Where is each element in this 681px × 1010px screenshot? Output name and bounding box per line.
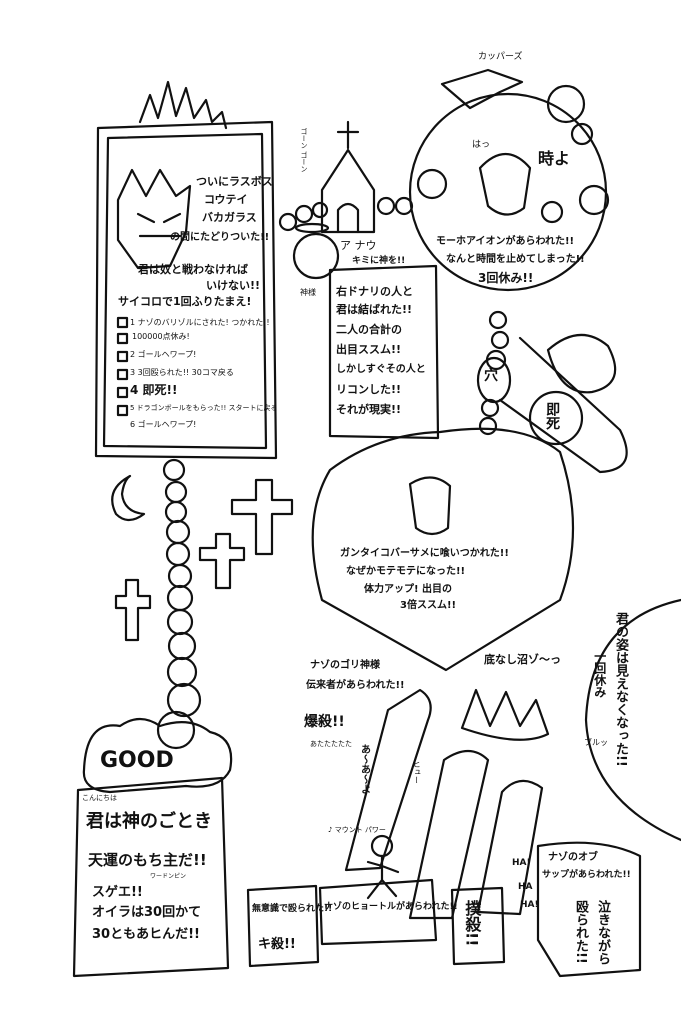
church-hello: キミに神を!!	[352, 256, 406, 266]
god-line-2: 天運のもち主だ!!	[88, 851, 207, 869]
cry-1: 泣きながら	[594, 900, 610, 965]
castle-panel-frame	[94, 120, 278, 460]
wedding-line-1: 右ドナリの人と	[336, 285, 413, 298]
god-panel-frame	[72, 776, 230, 978]
heart-panel	[311, 427, 575, 672]
gear-icon	[546, 84, 586, 124]
heart-line-4: 3倍ススム!!	[400, 600, 457, 611]
time-line-1: モーホアイオンがあらわれた!!	[436, 236, 575, 247]
wedding-line-6: リコンした!!	[336, 383, 402, 396]
castle-line-7: サイコロで1回ふりたまえ!	[118, 295, 252, 308]
atta: あたたたたた	[310, 740, 352, 748]
tube-2	[408, 749, 490, 920]
oh-cry: あ～あ～よ	[358, 744, 370, 794]
emperor-crow-head	[116, 168, 192, 270]
hyu: ヒュー	[412, 760, 422, 784]
god-line-4: オイラは30回かて	[92, 905, 202, 920]
castle-line-4: の間にたどりついた!!	[170, 232, 270, 243]
nazo-ob-2: サップがあらわれた!!	[542, 870, 631, 880]
heart-sokushi: 即死	[544, 402, 561, 430]
castle-line-6: いけない!!	[206, 279, 261, 292]
nazo-ob: ナゾのオブ	[548, 852, 598, 863]
castle-option-1: 1 ナゾのバリゾルにされた! つかれた!!	[130, 318, 270, 327]
church-speech: ア ナウ	[340, 239, 377, 252]
church-sfx: ゴーン ゴーン	[300, 128, 309, 173]
hyotan-panel-frame	[318, 878, 438, 946]
ha-3: HA!	[520, 900, 539, 910]
moon-icon	[111, 474, 146, 522]
castle-option-6: 5 ドラゴンボールをもらった!! スタートに戻る	[130, 404, 278, 412]
castle-option-5: 4 即死!!	[130, 383, 178, 397]
swamp-ghosts	[460, 688, 550, 741]
church-building	[320, 148, 376, 234]
wedding-line-4: 出目ススム!!	[336, 343, 402, 356]
wedding-line-7: それが現実!!	[336, 403, 402, 416]
wedding-line-3: 二人の合計の	[336, 323, 402, 336]
ha-1: HA!	[512, 858, 531, 868]
wedding-line-2: 君は結ばれた!!	[336, 303, 413, 316]
tomb-sign-cloud	[82, 717, 233, 794]
bat-silhouette	[440, 68, 524, 110]
castle-spires	[138, 80, 228, 130]
hidden-text: 無意識で殴られた!!	[252, 904, 333, 914]
castle-line-1: ついにラスボス	[196, 175, 273, 188]
bokusatsu: 撲殺!!	[462, 900, 482, 947]
music: ♪ マウント パワー	[328, 826, 386, 834]
god-label: 神様	[300, 288, 316, 297]
swamp-label: 底なし沼ゾ～っ	[484, 653, 561, 666]
gorilla-line-2: 伝来者があらわれた!!	[306, 680, 405, 691]
cry-2: 殴られた!!	[572, 900, 588, 964]
grave-cross-3	[114, 578, 152, 642]
hyotan-text: ナゾのヒョートルがあらわれた!!	[324, 902, 458, 912]
fue: ブルッ	[584, 738, 608, 747]
ha-2: HA	[518, 882, 533, 892]
hole-label: 穴	[484, 368, 498, 384]
castle-option-2: 100000点休み!	[132, 332, 190, 341]
hidden-panel-frame	[246, 884, 320, 968]
hole-tube	[498, 336, 628, 474]
grave-cross-1	[230, 478, 294, 556]
time-line-2: なんと時間を止めてしまった!!	[446, 254, 585, 265]
kisatsu: キ殺!!	[258, 937, 296, 952]
wedding-line-5: しかしすぐその人と	[336, 364, 426, 375]
bakusatsu: 爆殺!!	[304, 714, 345, 730]
gorilla-line-1: ナゾのゴリ神様	[310, 660, 380, 671]
heart-line-1: ガンタイコバーサメに喰いつかれた!!	[340, 548, 509, 559]
castle-option-3: 2 ゴールヘワープ!	[130, 350, 197, 359]
castle-line-3: バカガラス	[202, 211, 257, 224]
tube-1	[344, 688, 432, 872]
castle-line-5: 君は奴と戦わなければ	[138, 263, 248, 276]
right-panel-arc	[584, 598, 681, 842]
castle-line-2: コウテイ	[204, 193, 248, 206]
castle-option-7: 6 ゴールヘワープ!	[130, 420, 197, 429]
castle-option-4: 3 3回殴られた!! 30コマ戻る	[130, 368, 234, 377]
god-line-3: スゲエ!!	[92, 885, 143, 900]
bokusatsu-panel-frame	[450, 886, 506, 966]
heart-line-2: なぜかモテモテになった!!	[346, 566, 466, 577]
god-line-5: 30ともあヒんだ!!	[92, 927, 200, 942]
god-line-1: 君は神のごとき	[86, 811, 212, 832]
god-head	[292, 232, 340, 280]
heart-line-3: 体力アップ! 出目の	[364, 584, 453, 595]
right-rest: 一回休み	[592, 650, 607, 698]
tube-3	[476, 779, 544, 916]
grave-cross-2	[198, 532, 246, 590]
time-sfx: はっ	[472, 140, 491, 150]
bat-label: カッパーズ	[478, 52, 523, 62]
time-toki: 時よ	[538, 149, 571, 168]
skull-column	[156, 458, 202, 750]
wedding-panel-frame	[328, 264, 440, 440]
god-small-2: ワードンピン	[150, 873, 187, 880]
ob-panel-frame	[536, 841, 642, 978]
right-vertical: 君の姿は見えなくなった!!	[612, 612, 628, 767]
time-line-3: 3回休み!!	[478, 271, 534, 285]
tomb-sign: GOOD	[100, 748, 174, 773]
god-small: こんにちは	[82, 794, 117, 802]
